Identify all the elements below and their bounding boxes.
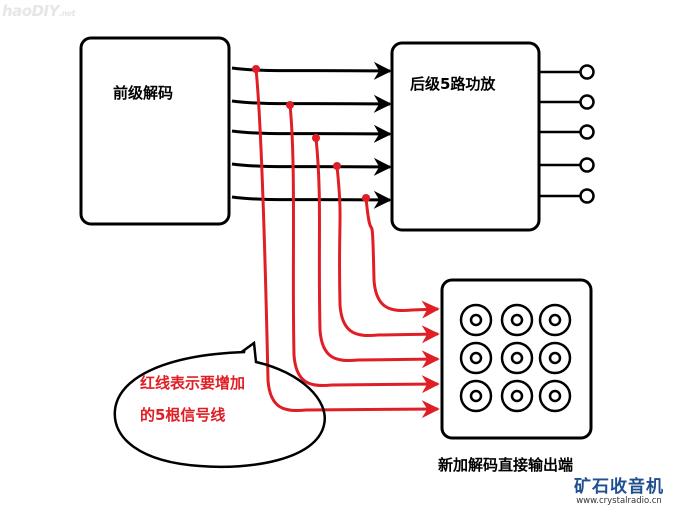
signal-line-red xyxy=(364,197,440,319)
rca-jack-center-icon xyxy=(548,313,562,327)
output-jacks xyxy=(459,303,572,413)
signal-line-red xyxy=(314,137,440,369)
signal-line-black xyxy=(231,124,392,143)
rca-jack-center-icon xyxy=(510,389,524,403)
rca-jack-center-icon xyxy=(510,351,524,365)
watermark-text: haoDIY xyxy=(2,2,60,20)
pre-decoder-label: 前级解码 xyxy=(113,84,173,102)
watermark-suffix: .net xyxy=(59,9,75,18)
signal-line-red xyxy=(288,104,440,394)
rca-jack-center-icon xyxy=(469,389,483,403)
signal-lines-black xyxy=(231,61,392,209)
rca-jack-center-icon xyxy=(469,351,483,365)
output-terminal-icon xyxy=(579,94,595,110)
tap-point-dot xyxy=(362,194,370,202)
signal-line-red xyxy=(335,165,440,344)
output-terminal-icon xyxy=(579,64,595,80)
amp-outputs xyxy=(540,64,595,204)
output-terminal-icon xyxy=(579,157,595,173)
output-terminal-icon xyxy=(579,124,595,140)
signal-line-black xyxy=(231,61,392,80)
rca-jack-center-icon xyxy=(548,389,562,403)
rca-jack-center-icon xyxy=(469,313,483,327)
brand-url: www.crystalradio.cn xyxy=(576,496,662,506)
callout-line-1: 红线表示要增加 xyxy=(140,374,245,392)
tap-point-dot xyxy=(286,101,294,109)
watermark: haoDIY.net xyxy=(2,2,75,20)
rca-jack-center-icon xyxy=(510,313,524,327)
tap-point-dot xyxy=(252,65,260,73)
signal-line-black xyxy=(231,94,392,113)
tap-point-dot xyxy=(312,134,320,142)
signal-line-black xyxy=(231,157,392,176)
amp-label: 后级5路功放 xyxy=(410,75,496,93)
signal-line-black xyxy=(231,190,392,209)
rca-jack-center-icon xyxy=(548,351,562,365)
new-output-label: 新加解码直接输出端 xyxy=(438,456,573,474)
output-terminal-icon xyxy=(579,188,595,204)
brand-logo: 矿石收音机 www.crystalradio.cn xyxy=(564,478,674,506)
pre-decoder-block xyxy=(79,36,231,226)
brand-name: 矿石收音机 xyxy=(574,477,664,497)
callout-line-2: 的5根信号线 xyxy=(140,406,225,424)
callout-bubble xyxy=(113,340,327,469)
tap-point-dot xyxy=(333,162,341,170)
signal-lines-red xyxy=(252,65,440,419)
amp-block xyxy=(390,41,541,232)
signal-line-red xyxy=(254,68,440,419)
